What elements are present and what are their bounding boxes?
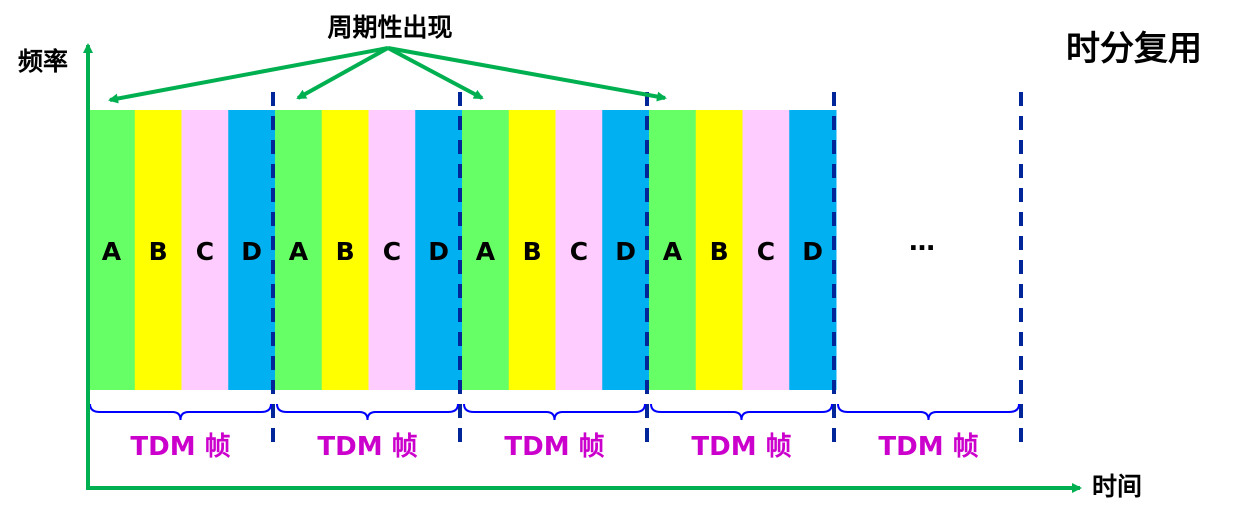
slot-c [742,110,790,390]
slot-label: A [476,237,496,266]
slot-b [321,110,369,390]
x-axis-label: 时间 [1092,472,1142,501]
slot-label: A [289,237,309,266]
slot-label: D [428,237,449,266]
slot-a [462,110,510,390]
slot-b [134,110,182,390]
slot-d [415,110,463,390]
frame-braces: TDM 帧 TDM 帧 TDM 帧 TDM 帧 TDM 帧 [89,403,1020,462]
slot-d [602,110,650,390]
slot-a [275,110,323,390]
slot-label: C [757,237,775,266]
slot-c [555,110,603,390]
y-axis-label: 频率 [18,47,68,76]
slot-label: B [149,237,168,266]
slot-label: D [802,237,823,266]
slot-label: B [336,237,355,266]
slot-d [228,110,276,390]
frame-brace [650,403,833,421]
tdm-frame-label: TDM 帧 [878,432,978,462]
frame-dividers [271,92,1023,448]
slot-label: A [102,237,122,266]
periodic-arrow-3 [387,46,484,100]
tdm-frame-label: TDM 帧 [130,432,230,462]
slot-label: B [710,237,729,266]
periodic-arrow-1 [108,46,389,104]
slot-label: C [196,237,214,266]
periodic-label: 周期性出现 [327,13,452,42]
ellipsis: … [909,227,935,257]
slot-b [508,110,556,390]
periodic-arrows [108,46,667,104]
slot-b [695,110,743,390]
slot-label: C [383,237,401,266]
periodic-arrow-2 [296,46,389,100]
slot-label: A [663,237,683,266]
tdm-frame-label: TDM 帧 [317,432,417,462]
slot-label: C [570,237,588,266]
slot-label: D [615,237,636,266]
slot-a [88,110,136,390]
frame-brace [463,403,646,421]
frame-brace [89,403,272,421]
tdm-frame-label: TDM 帧 [691,432,791,462]
tdm-frame-label: TDM 帧 [504,432,604,462]
frame-brace [837,403,1020,421]
diagram-title: 时分复用 [1066,29,1202,69]
slot-c [181,110,229,390]
slot-label: D [241,237,262,266]
slot-label: B [523,237,542,266]
frame-brace [276,403,459,421]
slot-c [368,110,416,390]
slot-a [649,110,697,390]
slot-d [789,110,837,390]
periodic-arrow-4 [387,46,667,102]
